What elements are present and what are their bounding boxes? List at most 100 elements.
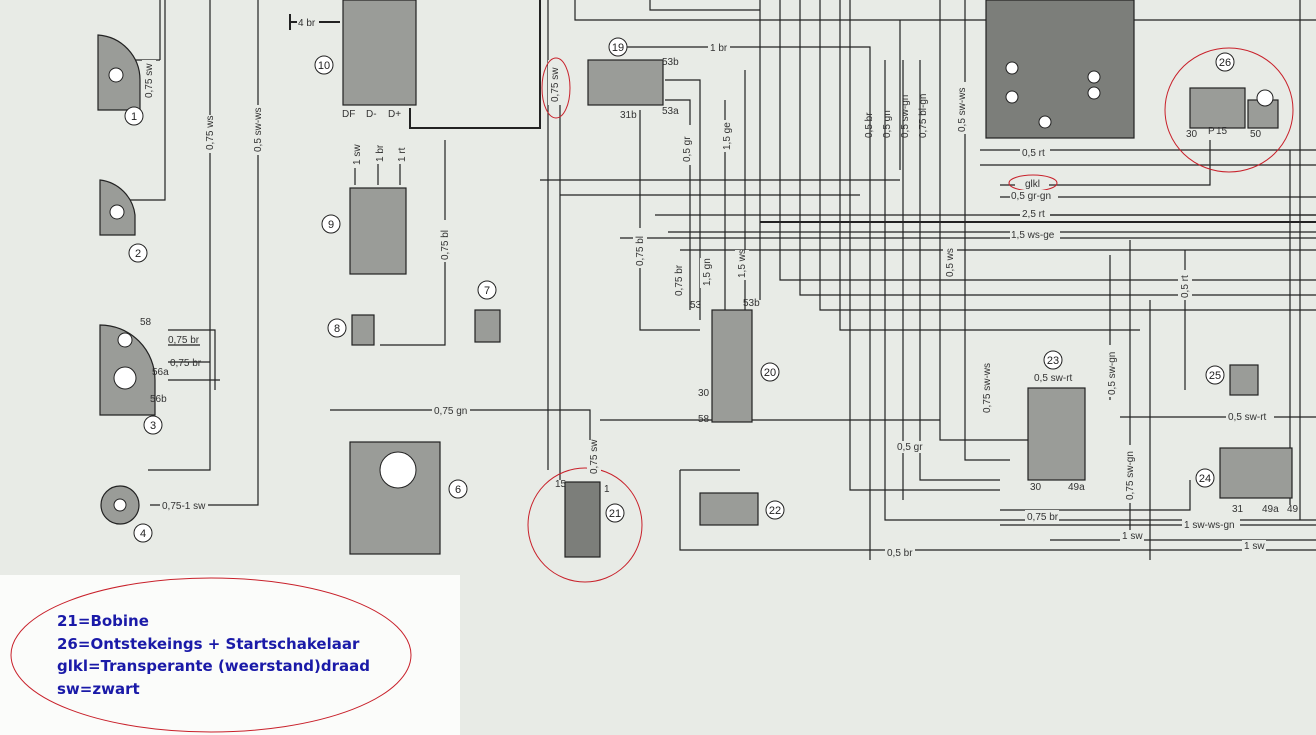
wire-label: 1 sw-ws-gn <box>1184 520 1235 531</box>
wire-label: 0,5 rt <box>1022 148 1045 159</box>
component-6-distributor: 6 <box>349 441 468 555</box>
instrument-cluster <box>985 0 1135 139</box>
terminal-label: 49a <box>1068 482 1085 493</box>
legend-line: sw=zwart <box>57 679 140 698</box>
wire-label: 0,5 sw-gn <box>900 95 911 138</box>
wire-label: 0,75 bl <box>440 230 451 260</box>
wire-label: 0,5 gr-gn <box>1011 191 1051 202</box>
component-number: 23 <box>1047 355 1059 367</box>
terminal-label: 50 <box>1250 129 1262 140</box>
component-number: 8 <box>334 323 340 335</box>
terminal-label: 58 <box>140 317 152 328</box>
wire-label: 0,75 sw <box>550 67 561 102</box>
wire-label: 1 sw <box>352 144 363 165</box>
component-23-relay: 23 30 49a <box>1027 350 1086 493</box>
wire-label: 0,75 gn <box>434 406 467 417</box>
legend-background <box>0 575 460 735</box>
wire-label: 0,75 ws <box>205 116 216 150</box>
component-number: 6 <box>455 484 461 496</box>
wire-label: 1 sw <box>1122 531 1143 542</box>
terminal-label: D- <box>366 109 377 120</box>
wire-label: 0,5 sw-rt <box>1034 373 1073 384</box>
wire-label: 0,75 br <box>170 358 202 369</box>
legend-line: 21=Bobine <box>57 612 149 630</box>
component-number: 24 <box>1199 473 1211 485</box>
wire-label: 1,5 gn <box>702 258 713 286</box>
wire-label: 0,5 sw-ws <box>253 108 264 152</box>
component-4-lamp: 1 <box>97 34 144 126</box>
legend-line: 26=Ontstekeings + Startschakelaar <box>57 634 360 653</box>
component-number: 1 <box>131 111 137 123</box>
wire-label: 1,5 ws-ge <box>1011 230 1055 241</box>
terminal-label: 31b <box>620 110 637 121</box>
legend-line: glkl=Transperante (weerstand)draad <box>57 657 371 675</box>
terminal-label: 1 <box>604 484 610 495</box>
wire-label: 0,75 sw <box>589 439 600 474</box>
terminal-label: 15 <box>1216 126 1228 137</box>
wire-label: 0,75 br <box>674 264 685 296</box>
terminal-label: 30 <box>698 388 710 399</box>
terminal-label: 30 <box>1030 482 1042 493</box>
wire-label: glkl <box>1025 179 1040 190</box>
wire-label: 0,5 gr <box>897 442 923 453</box>
wire-label: 0,75 sw <box>144 63 155 98</box>
wire-label: 1 br <box>710 43 728 54</box>
terminal-label: 49 <box>1287 504 1299 515</box>
wire-label: 0,75 br <box>1027 512 1059 523</box>
legend-outline <box>10 577 412 733</box>
terminal-label: 53b <box>662 57 679 68</box>
legend: 21=Bobine 26=Ontstekeings + Startschakel… <box>57 610 370 700</box>
component-8: 8 <box>327 314 375 346</box>
wire-label: 0,5 br <box>864 112 875 138</box>
component-21-coil: 21 15 <box>527 467 643 583</box>
component-number: 4 <box>140 528 146 540</box>
terminal-label: DF <box>342 109 355 120</box>
component-number: 20 <box>764 367 776 379</box>
component-number: 9 <box>328 219 334 231</box>
component-3-lamp: 2 <box>99 179 148 263</box>
wire-label: 0,75 sw-ws <box>982 363 993 413</box>
wire-label: 1,5 ge <box>722 122 733 150</box>
component-25: 25 <box>1205 364 1259 396</box>
component-22: 22 <box>699 492 785 526</box>
component-9-regulator: 9 <box>321 187 407 275</box>
wire-label: 1 br <box>375 144 386 162</box>
wire-label: 1,5 ws <box>737 249 748 278</box>
wire-label: 1 rt <box>397 147 408 162</box>
component-24-flasher: 24 31 49a 49 <box>1195 447 1299 515</box>
wire-label: 0,75 br <box>168 335 200 346</box>
terminal-label: 15 <box>555 479 567 490</box>
wire-label: 0,5 ws <box>945 248 956 277</box>
component-number: 26 <box>1219 57 1231 69</box>
wire-label: 0,5 gn <box>882 110 893 138</box>
terminal-label: 56b <box>150 394 167 405</box>
component-20-wiper-switch: 20 53 53b 30 58 <box>690 298 780 425</box>
component-2-headlamp: 3 <box>99 324 163 435</box>
terminal-label: 31 <box>1232 504 1244 515</box>
component-19: 19 53b 31b 53a <box>587 37 679 121</box>
wire-labels: 0,75 sw 0,75 ws 0,5 sw-ws 0,75 bl 0,75 s… <box>140 14 1274 559</box>
wire-label: 0,5 gr <box>682 136 693 162</box>
wire-label: 0,75 bl <box>635 236 646 266</box>
component-number: 3 <box>150 420 156 432</box>
terminal-label: D+ <box>388 109 401 120</box>
terminal-label: 30 <box>1186 129 1198 140</box>
wire-label: 0,75-1 sw <box>162 501 206 512</box>
component-10-regulator: 10 DF D- D+ <box>314 0 417 120</box>
wire-label: 0,75 sw-gn <box>1125 451 1136 500</box>
wire-label: 0,5 br <box>887 548 913 559</box>
component-26-ignition-switch: 26 30 P 15 50 <box>1164 47 1294 173</box>
wire-label: 0,5 sw-ws <box>957 88 968 132</box>
wire-label: 2,5 rt <box>1022 209 1045 220</box>
component-number: 25 <box>1209 370 1221 382</box>
component-number: 22 <box>769 505 781 517</box>
wires <box>118 0 1316 560</box>
terminal-label: 58 <box>698 414 710 425</box>
wire-label: 0,5 sw-rt <box>1228 412 1267 423</box>
component-number: 10 <box>318 60 330 72</box>
wire-label: 0,5 sw-gn <box>1107 352 1118 395</box>
component-number: 21 <box>609 508 621 520</box>
component-number: 2 <box>135 248 141 260</box>
terminal-label: 56a <box>152 367 169 378</box>
